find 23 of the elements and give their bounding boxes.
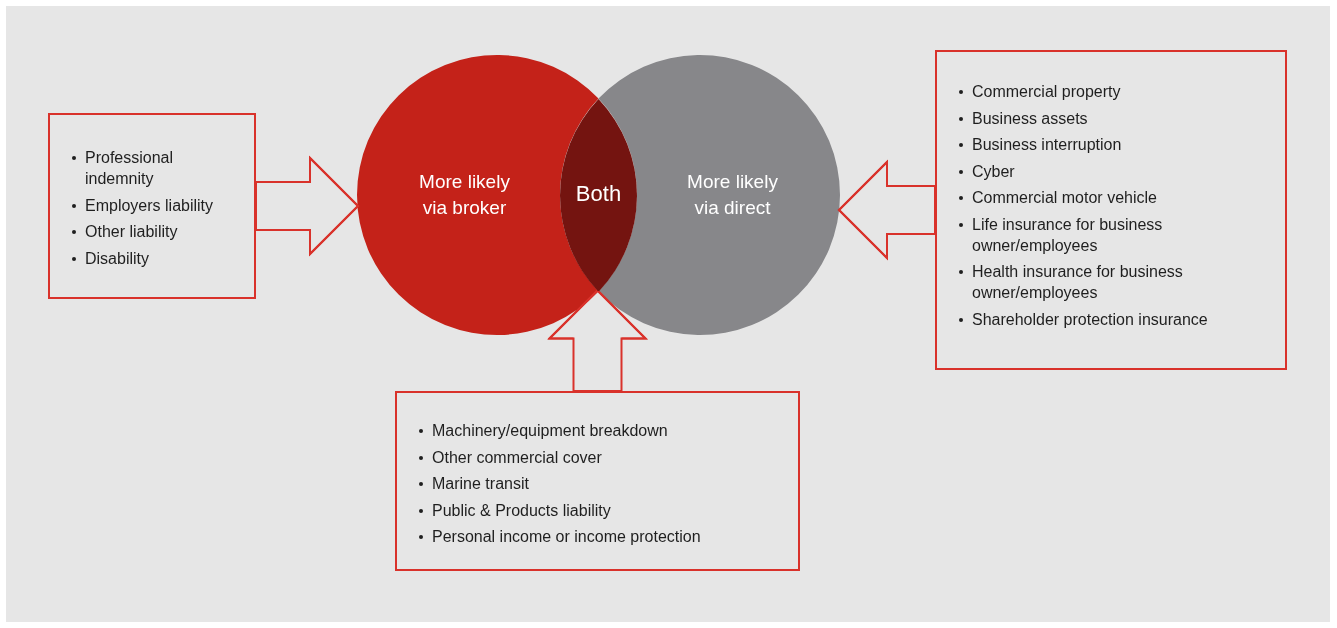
list-item: Life insurance for business owner/employees <box>972 214 1164 256</box>
list-item: Business interruption <box>972 135 1123 155</box>
list-item: Personal income or income protection <box>432 527 702 547</box>
callout-box <box>48 113 256 299</box>
list-item: Employers liability <box>85 195 215 216</box>
list-item: Business assets <box>972 108 1089 129</box>
list-item: Commercial property <box>972 82 1122 102</box>
list-item: Shareholder protection insurance <box>972 309 1209 330</box>
circle-label: More likely via broker <box>418 170 511 220</box>
callout-box <box>935 50 1287 370</box>
list-item: Other commercial cover <box>432 447 603 468</box>
list-item: Marine transit <box>432 474 530 494</box>
list-item: Health insurance for business owner/employees <box>972 262 1184 303</box>
list-item: Machinery/equipment breakdown <box>432 421 669 441</box>
list-item: Disability <box>85 248 150 269</box>
callout-box <box>395 391 800 571</box>
list-item: Cyber <box>972 161 1016 182</box>
list-item: Public & Products liability <box>432 500 612 521</box>
list-item: Commercial motor vehicle <box>972 188 1158 208</box>
circle-label: More likely via direct <box>686 170 779 220</box>
list-item: Professional indemnity <box>85 148 175 189</box>
list-item: Other liability <box>85 222 179 242</box>
overlap-label: Both <box>574 179 623 208</box>
